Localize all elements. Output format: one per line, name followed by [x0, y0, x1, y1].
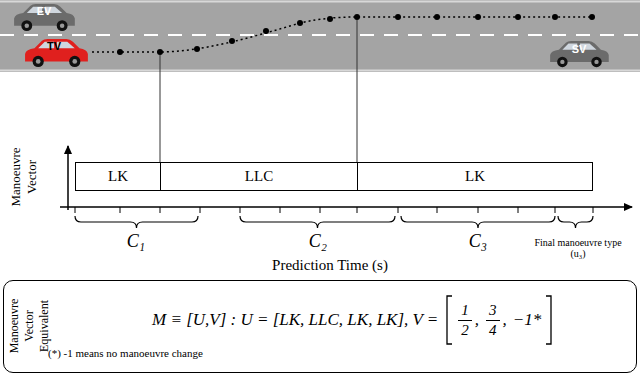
vehicle-label: TV — [47, 40, 61, 52]
manoeuvre-box: LLC — [160, 162, 358, 191]
ego-vehicle — [14, 4, 75, 31]
manoeuvre-box: LK — [357, 162, 593, 191]
axis-title: Prediction Time (s) — [272, 257, 388, 274]
leader-line — [160, 55, 161, 162]
manoeuvre-label: LK — [465, 168, 485, 185]
manoeuvre-label: LK — [108, 168, 128, 185]
fraction-numerator: 3 — [486, 301, 500, 321]
formula-row: M ≡ [U,V] : U = [LK, LLC, LK, LK], V = 12… — [152, 295, 555, 345]
vehicle-label: EV — [37, 5, 52, 17]
formula-text: M ≡ [U,V] : U = [LK, LLC, LK, LK], V = — [152, 310, 438, 330]
trajectory — [92, 17, 592, 52]
manoeuvre-label: LLC — [245, 168, 273, 185]
fraction-numerator: 1 — [458, 301, 472, 321]
vehicle-label: SV — [572, 43, 587, 55]
fraction-denominator: 2 — [458, 321, 472, 340]
road-edge — [0, 1, 640, 3]
fraction-denominator: 4 — [486, 321, 500, 340]
panel-heading: Manoeuvre Vector Equivalent — [7, 291, 52, 361]
separator: , — [503, 310, 507, 330]
road-edge — [0, 70, 640, 72]
fraction: 34 — [486, 301, 500, 340]
segment-label: C₂ — [309, 231, 327, 252]
lane-marking — [0, 34, 640, 36]
vertical-axis — [67, 146, 69, 210]
fraction: 12 — [458, 301, 472, 340]
leader-line — [357, 20, 358, 162]
trajectory-points — [117, 14, 595, 55]
target-vehicle — [25, 39, 88, 67]
vector-bracket — [545, 295, 553, 345]
surrounding-vehicle — [550, 41, 609, 67]
brackets — [75, 216, 593, 228]
separator: , — [475, 310, 479, 330]
footnote: (*) -1 means no manoeuvre change — [48, 347, 203, 359]
time-axis — [60, 206, 632, 208]
road — [0, 0, 640, 72]
segment-label: C₁ — [127, 231, 145, 252]
axis-ticks — [75, 207, 593, 213]
vector-equivalent-panel: Manoeuvre Vector Equivalent M ≡ [U,V] : U… — [3, 280, 637, 373]
formula-value: −1* — [513, 310, 541, 330]
final-type-label: Final manoeuvre type (u₃) — [526, 237, 630, 259]
manoeuvre-box: LK — [75, 162, 161, 191]
segment-label: C₃ — [469, 231, 487, 252]
vector-bracket — [445, 295, 453, 345]
axis-label: Manoeuvre Vector — [8, 141, 40, 213]
